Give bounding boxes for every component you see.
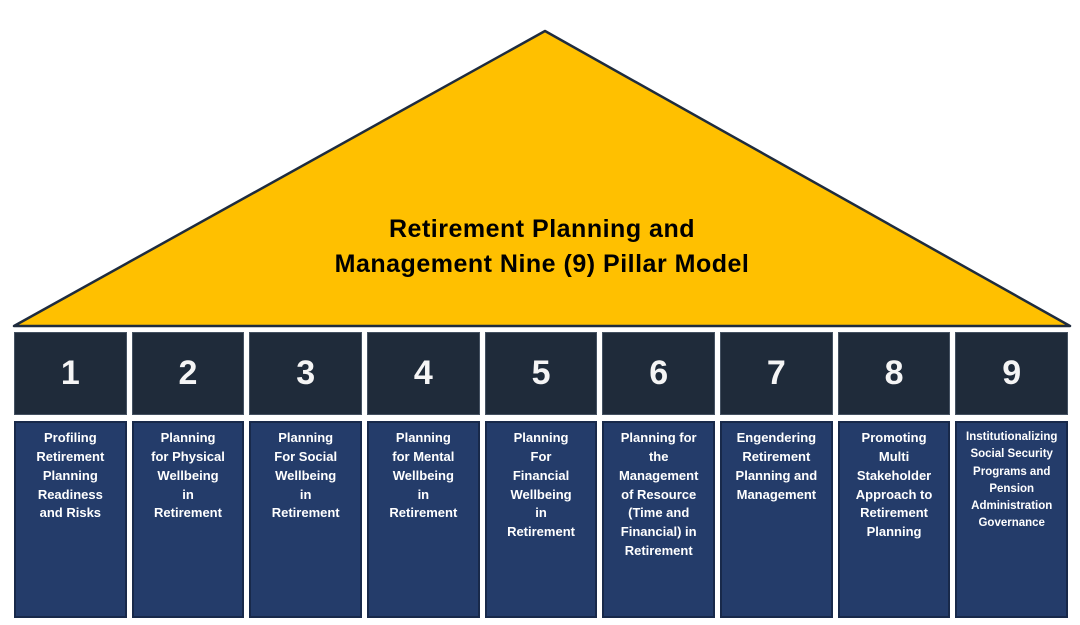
pillar-5: 5 Planning For Financial Wellbeing in Re… <box>484 332 598 618</box>
pillar-5-number: 5 <box>484 332 598 415</box>
pillar-8-number: 8 <box>837 332 951 415</box>
pillar-4: 4 Planning for Mental Wellbeing in Retir… <box>367 332 480 618</box>
pillar-3: 3 Planning For Social Wellbeing in Retir… <box>249 332 363 618</box>
diagram-title: Retirement Planning and Management Nine … <box>334 215 750 278</box>
pillar-row: 1 Profiling Retirement Planning Readines… <box>14 332 1069 618</box>
pillar-8: 8 Promoting Multi Stakeholder Approach t… <box>837 332 951 618</box>
pillar-2: 2 Planning for Physical Wellbeing in Ret… <box>131 332 245 618</box>
roof-triangle-shape <box>12 29 1072 328</box>
pillar-6-number: 6 <box>602 332 716 415</box>
pillar-7-number: 7 <box>720 332 833 415</box>
pillar-2-label: Planning for Physical Wellbeing in Retir… <box>131 421 245 618</box>
pillar-4-number: 4 <box>367 332 480 415</box>
pillar-3-number: 3 <box>249 332 363 415</box>
pillar-1: 1 Profiling Retirement Planning Readines… <box>14 332 127 618</box>
pillar-8-label: Promoting Multi Stakeholder Approach to … <box>837 421 951 618</box>
pillar-9: 9 Institutionalizing Social Security Pro… <box>955 332 1069 618</box>
pillar-9-label: Institutionalizing Social Security Progr… <box>955 421 1069 618</box>
pillar-9-number: 9 <box>955 332 1069 415</box>
pillar-1-label: Profiling Retirement Planning Readiness … <box>14 421 127 618</box>
pillar-4-label: Planning for Mental Wellbeing in Retirem… <box>367 421 480 618</box>
pillar-6-label: Planning for the Management of Resource … <box>602 421 716 618</box>
pillar-5-label: Planning For Financial Wellbeing in Reti… <box>484 421 598 618</box>
pillar-6: 6 Planning for the Management of Resourc… <box>602 332 716 618</box>
pillar-7-label: Engendering Retirement Planning and Mana… <box>720 421 833 618</box>
pillar-3-label: Planning For Social Wellbeing in Retirem… <box>249 421 363 618</box>
pillar-1-number: 1 <box>14 332 127 415</box>
pillar-2-number: 2 <box>131 332 245 415</box>
pillar-7: 7 Engendering Retirement Planning and Ma… <box>720 332 833 618</box>
